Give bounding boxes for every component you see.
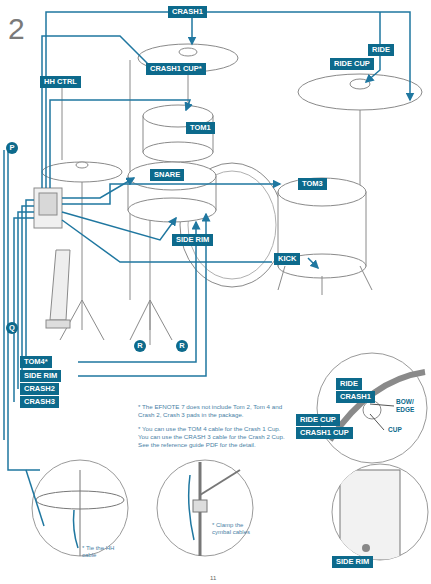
tag-text: KICK [278,254,296,263]
label-box: 11 [210,575,230,581]
cable-tag: TOM3 [298,178,327,190]
tag-text: SIDE RIM [336,557,369,566]
cable-tag: SIDE RIM [20,370,61,382]
label-box: * Clamp the cymbal cables [212,522,250,536]
callout-circle: Q [6,322,18,334]
tag-text: HH CTRL [44,77,77,86]
note-text: * You can use the TOM 4 cable for the Cr… [138,425,285,448]
callout-circle: R [134,340,146,352]
tag-text: SNARE [154,170,180,179]
tag-text: CRASH3 [24,397,55,406]
cable-tag: CRASH1 CUP* [146,63,206,75]
tag-text: RIDE CUP [334,59,370,68]
tag-text: SIDE RIM [24,371,57,380]
note-text: * Tie the HH cable [82,545,114,558]
cable-tag: HH CTRL [40,76,81,88]
label-box: BOW/ EDGE [396,398,426,414]
tag-text: TOM4* [24,357,48,366]
note-text: 11 [210,575,216,581]
tag-text: RIDE [340,379,358,388]
cable-tag: RIDE [368,44,394,56]
cable-tag: CRASH1 CUP [296,427,353,439]
note-text: * The EFNOTE 7 does not include Tom 2, T… [138,403,282,418]
cable-tag: SIDE RIM [172,234,213,246]
tag-text: CRASH1 CUP [300,428,349,437]
cable-tag: TOM4* [20,356,52,368]
cable-tag: TOM1 [186,122,215,134]
step-number: 2 [8,12,25,45]
cable-tag: CRASH2 [20,383,59,395]
tag-text: CRASH1 [340,392,371,401]
tag-text: R [179,341,184,350]
label-box: * Tie the HH cable [82,545,126,559]
cable-tag: RIDE [336,378,362,390]
tag-text: R [137,341,142,350]
tag-text: TOM1 [190,123,211,132]
tag-text: CRASH1 [172,7,203,16]
callout-circle: R [176,340,188,352]
cable-tag: RIDE CUP [296,414,340,426]
cable-tag: SIDE RIM [332,556,373,568]
cable-tag: CRASH3 [20,396,59,408]
cable-tag: SNARE [150,169,184,181]
tag-text: RIDE CUP [300,415,336,424]
cable-tag: RIDE CUP [330,58,374,70]
tag-text: SIDE RIM [176,235,209,244]
label-box: CUP [388,426,418,434]
tag-text: TOM3 [302,179,323,188]
tag-text: P [9,143,14,152]
tag-text: CRASH2 [24,384,55,393]
note-text: * Clamp the cymbal cables [212,522,250,535]
tag-text: CRASH1 CUP* [150,64,202,73]
label-box: * You can use the TOM 4 cable for the Cr… [138,425,288,448]
callout-circle: P [6,142,18,154]
cable-tag: CRASH1 [168,6,207,18]
note-text: CUP [388,426,402,433]
tag-text: RIDE [372,45,390,54]
label-box: 2 [8,14,48,44]
cable-tag: KICK [274,253,300,265]
note-text: BOW/ EDGE [396,398,414,413]
label-box: * The EFNOTE 7 does not include Tom 2, T… [138,403,288,419]
cable-tag: CRASH1 [336,391,375,403]
tag-text: Q [9,323,15,332]
